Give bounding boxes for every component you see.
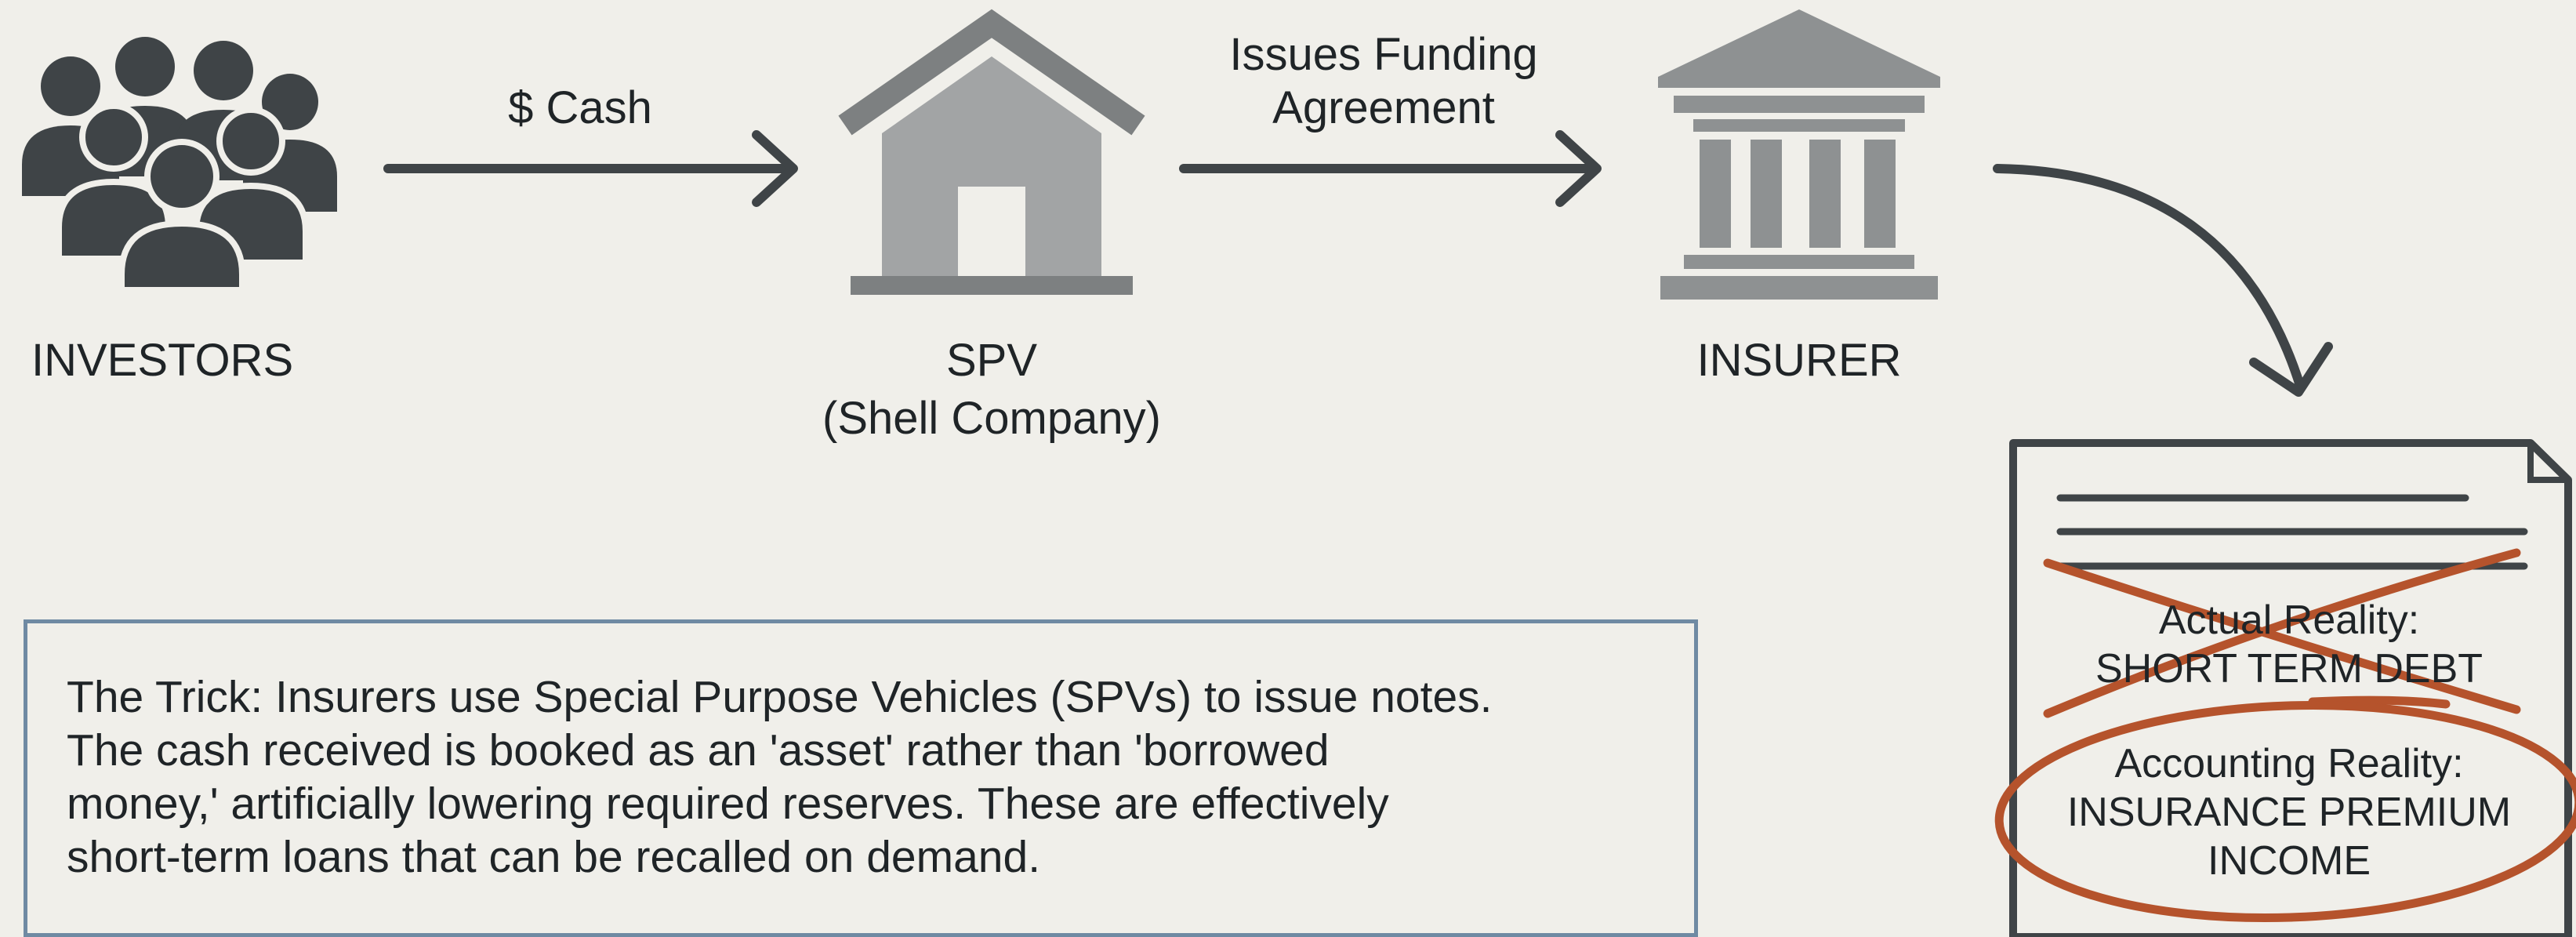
explanation-callout: The Trick: Insurers use Special Purpose … <box>24 619 1698 937</box>
curved-arrow <box>1993 164 2333 397</box>
bank-icon <box>1658 9 1940 300</box>
insurer-label: INSURER <box>1696 335 1902 386</box>
funding-arrow <box>1179 130 1602 207</box>
accounting-reality-value-line1: INSURANCE PREMIUM <box>2066 790 2512 835</box>
callout-line-4: short-term loans that can be recalled on… <box>67 832 1041 882</box>
spv-label: SPV <box>945 335 1038 386</box>
cash-label: $ Cash <box>508 82 652 133</box>
actual-reality-value: SHORT TERM DEBT <box>2095 646 2483 692</box>
accounting-reality-label: Accounting Reality: <box>2114 741 2464 786</box>
strike-x-mark <box>2043 548 2521 718</box>
callout-line-3: money,' artificially lowering required r… <box>67 779 1389 829</box>
investors-label: INVESTORS <box>31 335 294 386</box>
house-icon <box>838 9 1145 295</box>
callout-line-1: The Trick: Insurers use Special Purpose … <box>67 672 1493 722</box>
accounting-reality-value-line2: INCOME <box>2208 838 2371 884</box>
document-icon <box>2009 439 2572 937</box>
actual-reality-label: Actual Reality: <box>2158 597 2420 643</box>
callout-line-2: The cash received is booked as an 'asset… <box>67 725 1330 775</box>
spv-sublabel: (Shell Company) <box>822 393 1161 444</box>
cash-arrow <box>383 130 798 207</box>
funding-label-line2: Agreement <box>1272 82 1495 133</box>
funding-label-line1: Issues Funding <box>1229 29 1538 80</box>
investors-icon <box>22 37 337 293</box>
highlight-ellipse <box>1994 700 2576 923</box>
